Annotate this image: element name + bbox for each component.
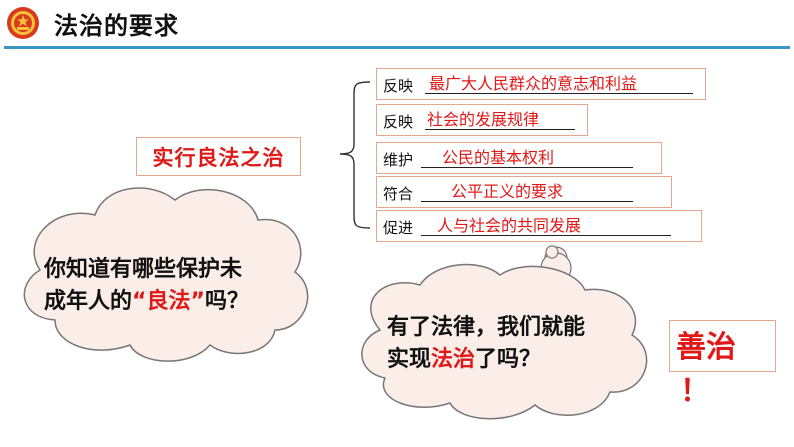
requirement-verb: 促进 [383, 219, 414, 237]
requirement-row: 反映 社会的发展规律 [376, 104, 588, 136]
answer-exclaim: ！ [680, 374, 710, 409]
cloud2-line2-prefix: 实现 [387, 347, 432, 372]
cloud1-line2-prefix: 成年人的 [44, 289, 133, 314]
answer-underline [421, 201, 633, 202]
answer-underline [421, 167, 633, 168]
national-emblem-icon [7, 7, 39, 39]
requirement-answer: 最广大人民群众的意志和利益 [429, 74, 638, 93]
cloud1-highlight: “良法” [132, 289, 205, 314]
answer-underline [425, 129, 575, 130]
requirement-answer: 社会的发展规律 [427, 110, 540, 129]
requirement-answer: 人与社会的共同发展 [437, 216, 582, 235]
requirement-answer: 公平正义的要求 [451, 182, 564, 201]
page-title: 法治的要求 [54, 12, 179, 40]
header: 法治的要求 [0, 0, 794, 49]
brace-connector [339, 81, 371, 229]
requirement-row: 维护 公民的基本权利 [376, 142, 662, 174]
cloud2-line2-suffix: 了吗？ [475, 347, 542, 372]
cloud1-line2-suffix: 吗？ [204, 289, 249, 314]
cloud1-shape [23, 187, 309, 362]
cloud1-line1: 你知道有哪些保护未 [44, 257, 243, 282]
requirement-verb: 反映 [383, 77, 414, 95]
requirement-answer: 公民的基本权利 [442, 148, 555, 167]
requirement-verb: 反映 [383, 113, 414, 131]
header-divider [4, 46, 790, 49]
cloud2-line1: 有了法律，我们就能 [387, 315, 586, 340]
cloud2-question: 有了法律，我们就能 实现法治了吗？ [387, 312, 647, 376]
requirement-row: 反映 最广大人民群众的意志和利益 [376, 68, 706, 100]
requirement-row: 符合 公平正义的要求 [376, 176, 672, 208]
cloud1-line2: 成年人的“良法”吗？ [44, 286, 284, 318]
answer-underline [425, 93, 693, 94]
cloud1-question: 你知道有哪些保护未 成年人的“良法”吗？ [44, 254, 284, 318]
answer-text: 善治 [676, 330, 736, 365]
answer-box [669, 320, 776, 372]
requirement-verb: 符合 [383, 185, 414, 203]
requirement-verb: 维护 [383, 151, 414, 169]
requirement-row: 促进 人与社会的共同发展 [376, 210, 702, 242]
main-concept-box: 实行良法之治 [136, 137, 301, 176]
cloud2-shape [361, 263, 648, 420]
answer-underline [421, 235, 671, 236]
cloud2-line2: 实现法治了吗？ [387, 344, 647, 376]
cloud2-highlight: 法治 [431, 347, 476, 372]
